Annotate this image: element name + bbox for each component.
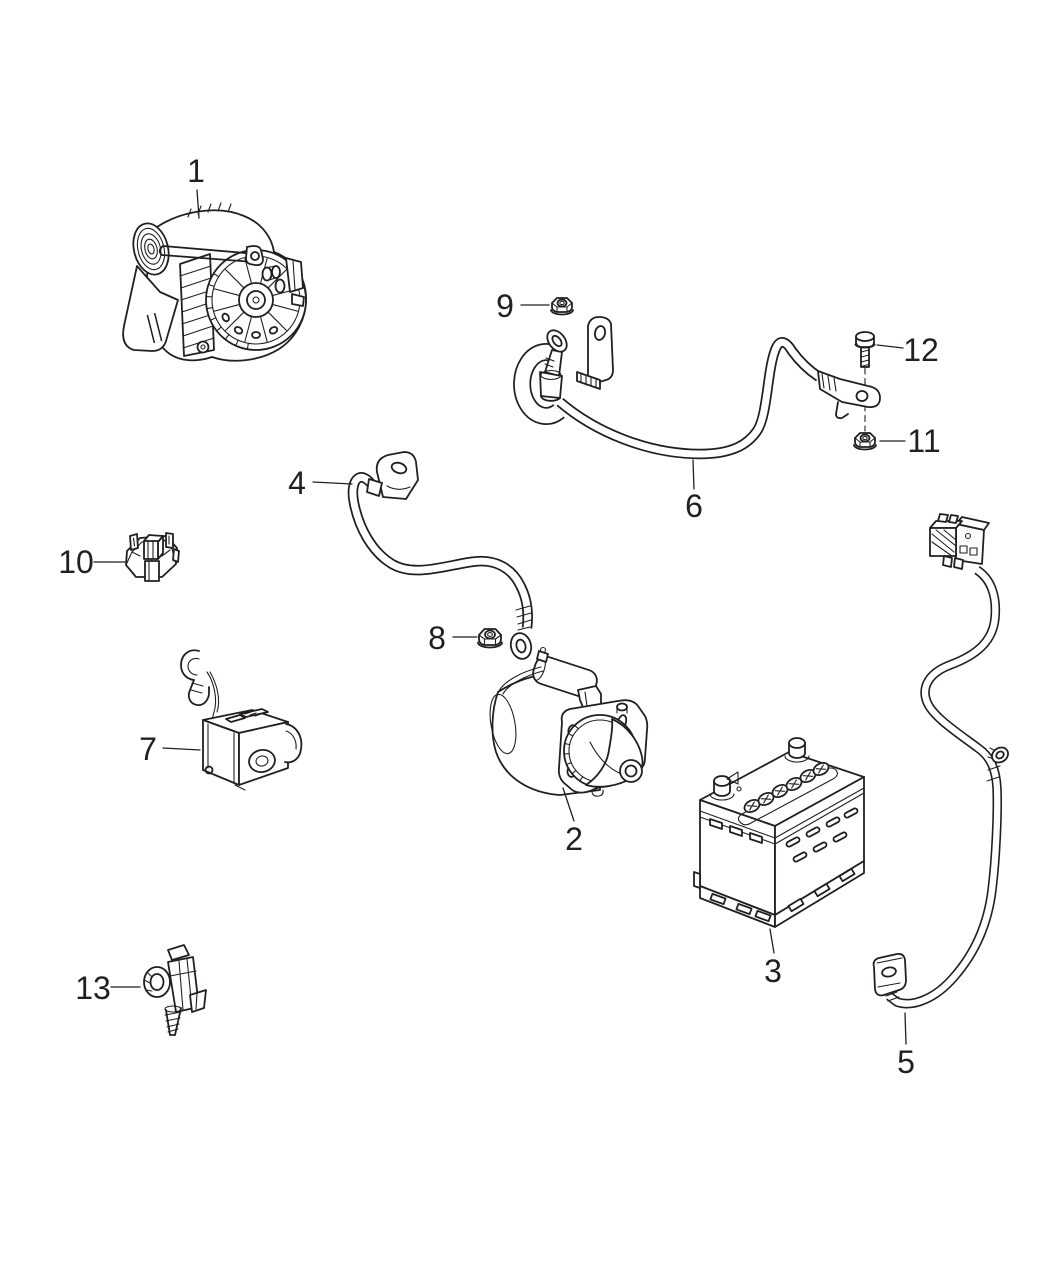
callout-5-number[interactable]: 5: [897, 1044, 915, 1080]
callout-2-number[interactable]: 2: [565, 821, 583, 857]
callout-8: 8: [428, 620, 478, 656]
callout-10-number[interactable]: 10: [58, 544, 94, 580]
callout-8-number[interactable]: 8: [428, 620, 446, 656]
callout-6-number[interactable]: 6: [685, 488, 703, 524]
callout-5-leader: [904, 1012, 907, 1045]
bolt-12-illustration: [854, 331, 876, 368]
clip-13-illustration: [143, 944, 207, 1036]
clip-10-illustration: [125, 532, 180, 582]
callout-4-leader: [312, 481, 353, 485]
ground-cable-illustration: [347, 451, 533, 660]
callout-5: 5: [897, 1012, 915, 1080]
callout-12: 12: [876, 332, 939, 368]
callout-1: 1: [187, 153, 205, 219]
callout-7: 7: [139, 731, 201, 767]
callout-1-number[interactable]: 1: [187, 153, 205, 189]
nut-8-illustration: [477, 628, 503, 649]
battery-sensor-illustration: [180, 649, 303, 791]
callout-7-number[interactable]: 7: [139, 731, 157, 767]
callout-3-leader: [769, 928, 775, 954]
nut-9-illustration: [550, 297, 574, 316]
callout-9: 9: [496, 288, 550, 324]
nut-11-illustration: [853, 432, 877, 451]
ground-strap-cable-illustration: [513, 316, 881, 460]
callout-10: 10: [58, 544, 127, 580]
callout-12-number[interactable]: 12: [903, 332, 939, 368]
callout-3: 3: [764, 928, 782, 989]
callout-4-number[interactable]: 4: [288, 465, 306, 501]
positive-cable-illustration: [872, 513, 1009, 1009]
callout-6: 6: [685, 459, 703, 524]
battery-illustration: [693, 737, 865, 928]
callout-13-number[interactable]: 13: [75, 970, 111, 1006]
callout-9-number[interactable]: 9: [496, 288, 514, 324]
callout-6-leader: [692, 459, 695, 490]
callout-2-leader: [562, 787, 575, 822]
starter-illustration: [489, 646, 649, 797]
callout-3-number[interactable]: 3: [764, 953, 782, 989]
callouts: 1 2 3 4 5 6 7 8: [58, 153, 940, 1080]
callout-2: 2: [562, 787, 583, 857]
callout-13: 13: [75, 970, 141, 1006]
callout-1-leader: [196, 189, 200, 219]
callout-11: 11: [879, 423, 941, 459]
callout-11-number[interactable]: 11: [907, 423, 940, 459]
callout-4: 4: [288, 465, 353, 501]
callout-7-leader: [162, 747, 201, 751]
callout-12-leader: [876, 344, 904, 349]
alternator-illustration: [122, 202, 307, 362]
